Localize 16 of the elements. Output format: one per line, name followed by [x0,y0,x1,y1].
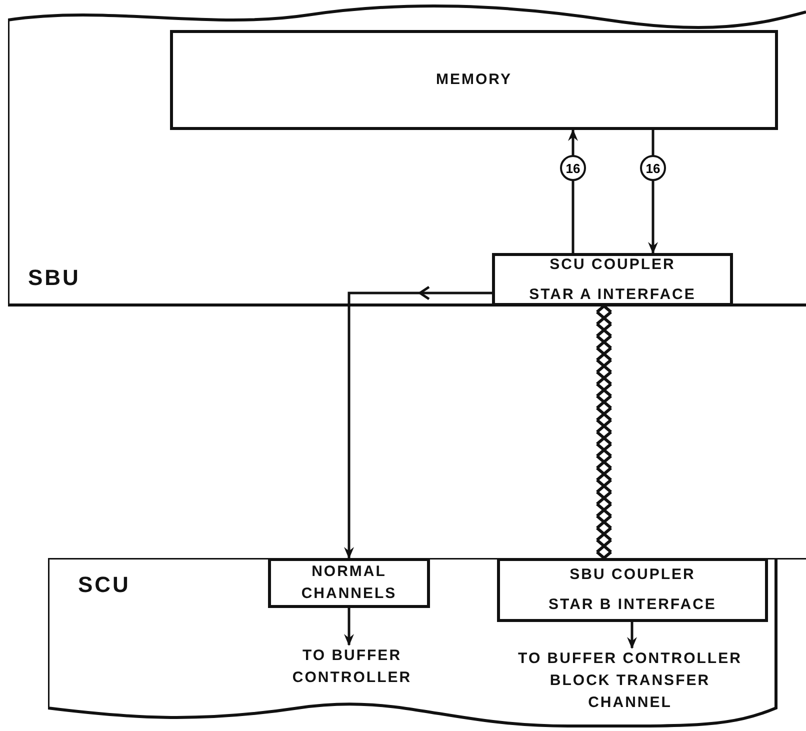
coupler-box [492,253,733,306]
destination-label: TO BUFFER CONTROLLER [291,646,413,688]
box-text: STAR B INTERFACE [548,595,716,615]
coupler-box [497,558,768,622]
region-label: SCU [78,572,130,598]
region-label: SBU [28,265,80,291]
box-text: STAR A INTERFACE [529,284,696,304]
edge-label: 16 [560,155,586,181]
memory-block [170,30,778,130]
box-text: NORMAL CHANNELS [300,562,398,604]
box-text: SCU COUPLER [548,254,676,274]
destination-label: TO BUFFER CONTROLLER BLOCK TRANSFER CHANNEL [517,649,743,713]
box-text: SBU COUPLER [568,565,696,585]
box-text: MEMORY [436,70,512,90]
edge-label: 16 [640,155,666,181]
channel-box [268,558,430,608]
